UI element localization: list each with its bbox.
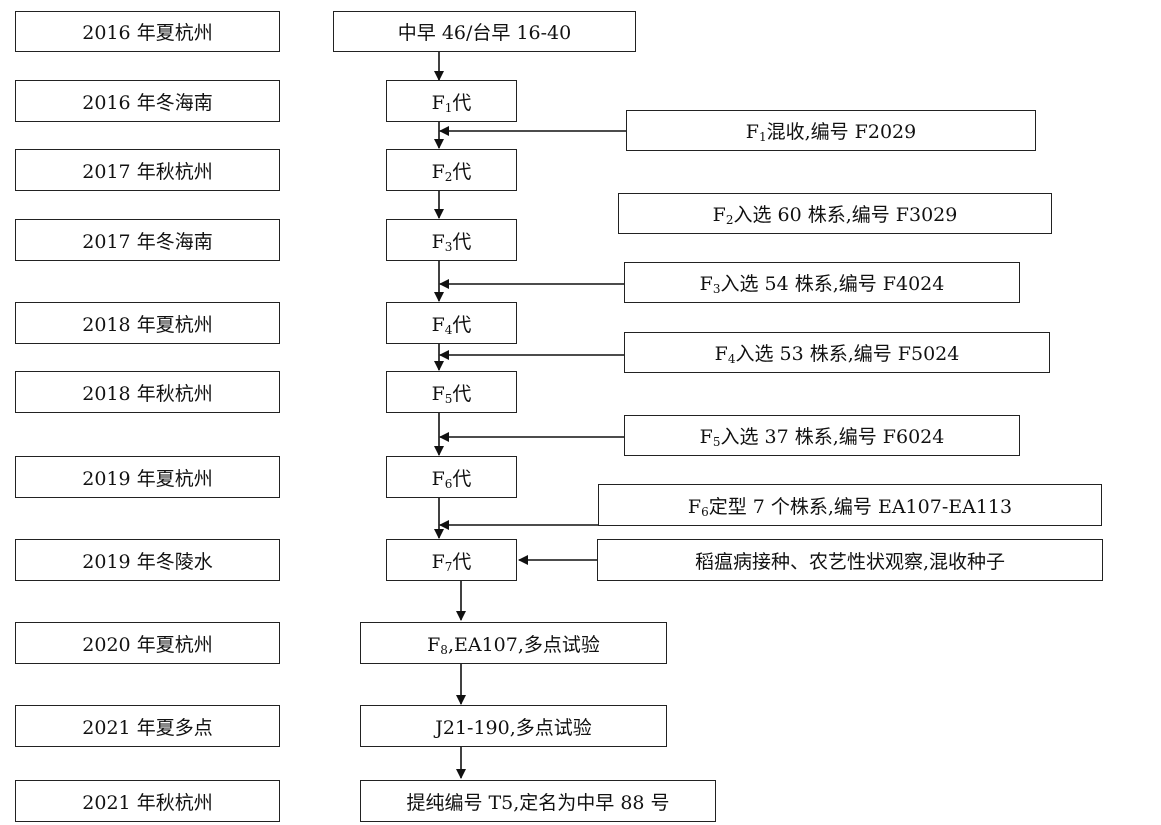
stage-box: 2018 年秋杭州 — [15, 371, 280, 413]
note-box: F1混收,编号 F2029 — [626, 110, 1036, 151]
stage-label: 2021 年夏多点 — [82, 716, 213, 739]
note-label: F1混收,编号 F2029 — [745, 121, 917, 144]
note-box: F2入选 60 株系,编号 F3029 — [618, 193, 1052, 234]
generation-box: F5代 — [386, 371, 517, 413]
generation-box: F7代 — [386, 539, 517, 581]
cross-box: 中早 46/台早 16-40 — [333, 11, 636, 52]
stage-label: 2021 年秋杭州 — [82, 791, 213, 814]
note-label: 稻瘟病接种、农艺性状观察,混收种子 — [694, 550, 1006, 573]
stage-label: 2016 年冬海南 — [82, 91, 213, 114]
stage-box: 2016 年冬海南 — [15, 80, 280, 122]
stage-label: 2016 年夏杭州 — [82, 22, 213, 44]
generation-label: J21-190,多点试验 — [435, 716, 592, 739]
stage-label: 2020 年夏杭州 — [82, 633, 213, 656]
note-box: F6定型 7 个株系,编号 EA107-EA113 — [598, 484, 1102, 526]
stage-label: 2018 年夏杭州 — [82, 313, 213, 336]
stage-box: 2020 年夏杭州 — [15, 622, 280, 664]
generation-label: F1代 — [431, 91, 472, 115]
stage-box: 2017 年秋杭州 — [15, 149, 280, 191]
generation-box: F8,EA107,多点试验 — [360, 622, 667, 664]
generation-label: F8,EA107,多点试验 — [427, 633, 600, 657]
generation-box: F2代 — [386, 149, 517, 191]
generation-box: F3代 — [386, 219, 517, 261]
generation-label: F4代 — [431, 313, 472, 337]
note-label: F4入选 53 株系,编号 F5024 — [714, 343, 960, 366]
generation-label: F6代 — [431, 467, 472, 491]
stage-box: 2021 年秋杭州 — [15, 780, 280, 822]
stage-label: 2019 年冬陵水 — [82, 550, 213, 573]
note-label: F3入选 54 株系,编号 F4024 — [699, 273, 945, 296]
stage-box: 2019 年夏杭州 — [15, 456, 280, 498]
stage-box: 2018 年夏杭州 — [15, 302, 280, 344]
note-box: F5入选 37 株系,编号 F6024 — [624, 415, 1020, 456]
note-box: F3入选 54 株系,编号 F4024 — [624, 262, 1020, 303]
generation-label: 提纯编号 T5,定名为中早 88 号 — [406, 791, 670, 814]
generation-label: F7代 — [431, 550, 472, 574]
stage-box: 2019 年冬陵水 — [15, 539, 280, 581]
stage-label: 2017 年冬海南 — [82, 230, 213, 253]
note-box: 稻瘟病接种、农艺性状观察,混收种子 — [597, 539, 1103, 581]
generation-label: 中早 46/台早 16-40 — [397, 22, 572, 44]
stage-box: 2016 年夏杭州 — [15, 11, 280, 52]
generation-label: F3代 — [431, 230, 472, 254]
generation-box: F1代 — [386, 80, 517, 122]
generation-box: F4代 — [386, 302, 517, 344]
stage-box: 2021 年夏多点 — [15, 705, 280, 747]
stage-label: 2018 年秋杭州 — [82, 382, 213, 405]
note-label: F6定型 7 个株系,编号 EA107-EA113 — [687, 495, 1013, 519]
note-label: F2入选 60 株系,编号 F3029 — [712, 204, 958, 227]
generation-label: F2代 — [431, 160, 472, 184]
note-box: F4入选 53 株系,编号 F5024 — [624, 332, 1050, 373]
generation-box: J21-190,多点试验 — [360, 705, 667, 747]
stage-box: 2017 年冬海南 — [15, 219, 280, 261]
note-label: F5入选 37 株系,编号 F6024 — [699, 426, 945, 449]
generation-box: F6代 — [386, 456, 517, 498]
stage-label: 2017 年秋杭州 — [82, 160, 213, 183]
final-variety-box: 提纯编号 T5,定名为中早 88 号 — [360, 780, 716, 822]
generation-label: F5代 — [431, 382, 472, 406]
stage-label: 2019 年夏杭州 — [82, 467, 213, 490]
